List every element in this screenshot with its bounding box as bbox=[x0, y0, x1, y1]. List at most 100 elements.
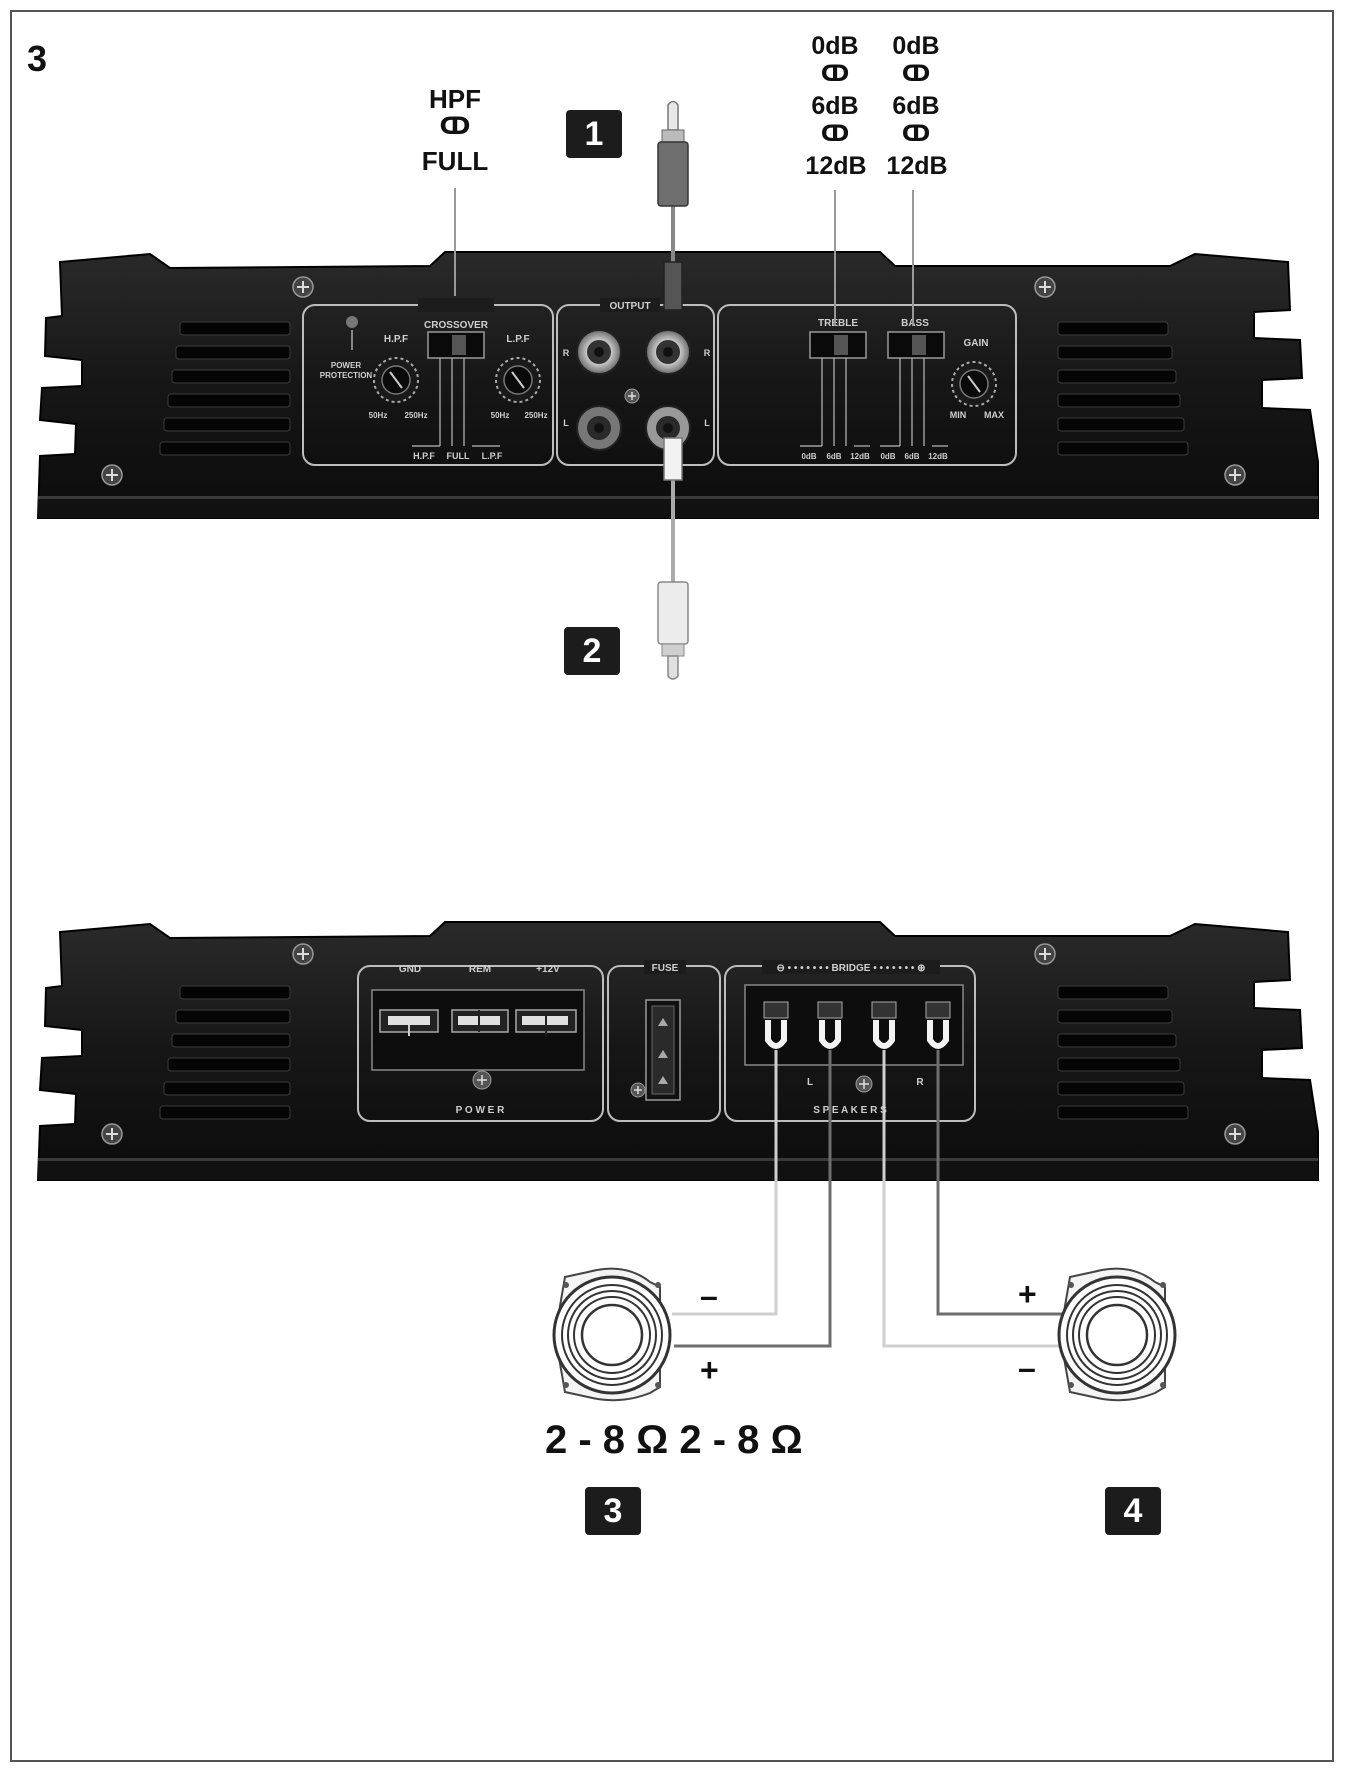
crossover-panel: CROSSOVER POWER PROTECTION H.P.F 50Hz 25… bbox=[302, 298, 554, 466]
callout-treble-6db: 6dB bbox=[811, 92, 859, 120]
step-badge-1: 1 bbox=[566, 110, 622, 158]
power-panel: GND REM +12V P O W E bbox=[357, 964, 604, 1122]
treble-switch[interactable] bbox=[809, 331, 867, 359]
screw-icon bbox=[101, 1123, 123, 1145]
power-section-label: P O W E R bbox=[456, 1105, 505, 1116]
screw-icon bbox=[624, 388, 640, 404]
bridge-label: ⊖ • • • • • • • BRIDGE • • • • • • • ⊕ bbox=[776, 963, 925, 974]
callout-bass-6db: 6dB bbox=[892, 92, 940, 120]
bass-0db: 0dB bbox=[880, 452, 895, 461]
eq-gain-panel: TREBLE BASS 0dB 6dB 12dB 0dB 6 bbox=[717, 304, 1017, 466]
bass-title: BASS bbox=[901, 318, 929, 329]
switch-symbol-bass-2: ↀ bbox=[901, 122, 931, 147]
rca-plug-2 bbox=[657, 437, 689, 680]
rca-output-jack-r1[interactable] bbox=[576, 329, 622, 375]
left-speaker-minus: – bbox=[700, 1278, 718, 1314]
callout-hpf: HPF bbox=[429, 84, 481, 114]
hpf-knob-label: H.P.F bbox=[384, 334, 408, 345]
screw-icon bbox=[472, 1070, 492, 1090]
speaker-channel-l: L bbox=[807, 1077, 813, 1088]
vent-slots-left-top bbox=[159, 321, 291, 456]
callout-treble-12db: 12dB bbox=[805, 152, 867, 180]
amplifier-bottom: GND REM +12V P O W E bbox=[36, 921, 1319, 1181]
fuse[interactable] bbox=[645, 999, 681, 1101]
gain-knob[interactable] bbox=[951, 361, 997, 407]
screw-icon bbox=[1224, 1123, 1246, 1145]
amplifier-top: CROSSOVER POWER PROTECTION H.P.F 50Hz 25… bbox=[36, 251, 1319, 519]
impedance-label: 2 - 8 Ω 2 - 8 Ω bbox=[545, 1418, 803, 1462]
protection-label: PROTECTION bbox=[320, 371, 373, 380]
speaker-left-icon bbox=[552, 1267, 672, 1402]
step-badge-3: 3 bbox=[585, 1487, 641, 1535]
switch-pos-full: FULL bbox=[447, 451, 470, 461]
fuse-label: FUSE bbox=[652, 963, 679, 974]
terminal-12v[interactable] bbox=[515, 1009, 577, 1036]
switch-symbol-bass-1: ↀ bbox=[901, 62, 931, 87]
gain-min: MIN bbox=[950, 410, 967, 420]
terminal-gnd[interactable] bbox=[379, 1009, 439, 1036]
right-speaker-plus: + bbox=[1018, 1276, 1037, 1312]
crossover-switch[interactable] bbox=[427, 331, 485, 359]
screw-icon bbox=[855, 1075, 873, 1093]
fuse-panel: FUSE bbox=[607, 960, 721, 1122]
hpf-freq-min: 50Hz bbox=[369, 411, 388, 420]
terminal-12v-label: +12V bbox=[536, 964, 560, 975]
crossover-title: CROSSOVER bbox=[424, 320, 489, 331]
rca-output-jack-l1[interactable] bbox=[576, 405, 622, 451]
rca-plug-1 bbox=[657, 100, 689, 311]
page-frame bbox=[10, 10, 1334, 1762]
lpf-knob[interactable] bbox=[495, 357, 541, 403]
gain-title: GAIN bbox=[964, 338, 989, 349]
treble-6db: 6dB bbox=[826, 452, 841, 461]
callout-treble-0db: 0dB bbox=[811, 32, 859, 60]
screw-icon bbox=[1034, 943, 1056, 965]
lpf-freq-min: 50Hz bbox=[491, 411, 510, 420]
bass-6db: 6dB bbox=[904, 452, 919, 461]
hpf-freq-max: 250Hz bbox=[404, 411, 427, 420]
right-speaker-minus: – bbox=[1018, 1350, 1036, 1386]
rca-output-jack-r2[interactable] bbox=[645, 329, 691, 375]
speaker-terminal-4[interactable] bbox=[925, 1001, 951, 1049]
step-badge-2: 2 bbox=[564, 627, 620, 675]
screw-icon bbox=[101, 464, 123, 486]
speaker-right-icon bbox=[1057, 1267, 1177, 1402]
power-label: POWER bbox=[331, 361, 361, 370]
speaker-terminal-3[interactable] bbox=[871, 1001, 897, 1049]
speaker-wires bbox=[672, 1050, 1064, 1348]
left-speaker-plus: + bbox=[700, 1352, 719, 1388]
terminal-gnd-label: GND bbox=[399, 964, 421, 975]
bass-switch[interactable] bbox=[887, 331, 945, 359]
screw-icon bbox=[630, 1082, 646, 1098]
screw-icon bbox=[1224, 464, 1246, 486]
speaker-terminal-2[interactable] bbox=[817, 1001, 843, 1049]
switch-pos-hpf: H.P.F bbox=[413, 451, 435, 461]
lpf-freq-max: 250Hz bbox=[524, 411, 547, 420]
vent-slots-right-top bbox=[1057, 321, 1189, 456]
vent-slots-right-bottom bbox=[1057, 985, 1189, 1120]
callout-bass-0db: 0dB bbox=[892, 32, 940, 60]
speaker-terminal-1[interactable] bbox=[763, 1001, 789, 1049]
output-channel-l-right: L bbox=[704, 418, 710, 428]
output-panel: OUTPUT R L R L bbox=[556, 298, 715, 466]
page-number: 3 bbox=[27, 38, 48, 79]
callout-bass-12db: 12dB bbox=[886, 152, 948, 180]
output-channel-r-left: R bbox=[563, 348, 570, 358]
screw-icon bbox=[292, 943, 314, 965]
vent-slots-left-bottom bbox=[159, 985, 291, 1120]
bass-12db: 12dB bbox=[928, 452, 948, 461]
treble-12db: 12dB bbox=[850, 452, 870, 461]
lpf-knob-label: L.P.F bbox=[506, 334, 529, 345]
treble-0db: 0dB bbox=[801, 452, 816, 461]
terminal-rem-label: REM bbox=[469, 964, 491, 975]
output-title: OUTPUT bbox=[609, 301, 650, 312]
switch-pos-lpf: L.P.F bbox=[482, 451, 503, 461]
gain-max: MAX bbox=[984, 410, 1004, 420]
hpf-knob[interactable] bbox=[373, 357, 419, 403]
screw-icon bbox=[1034, 276, 1056, 298]
terminal-rem[interactable] bbox=[451, 1009, 509, 1033]
switch-symbol-treble-1: ↀ bbox=[820, 62, 850, 87]
callout-full: FULL bbox=[421, 146, 489, 176]
treble-title: TREBLE bbox=[818, 318, 858, 329]
speakers-label: S P E A K E R S bbox=[813, 1105, 887, 1116]
